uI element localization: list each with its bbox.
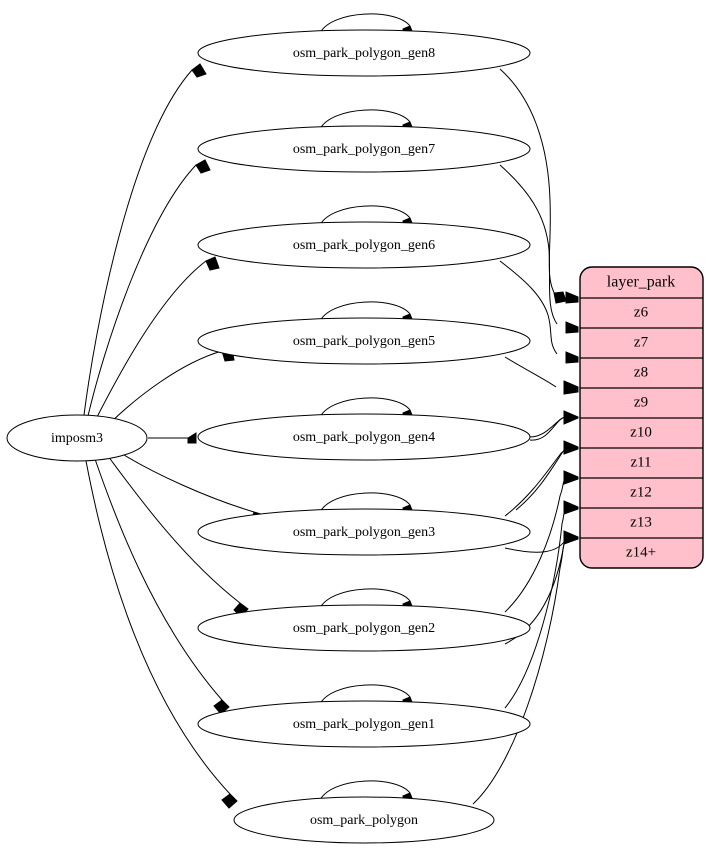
layer-park-table[interactable]: layer_park z6 z7 z8 z9 z10 z11 z1 (579, 266, 704, 569)
node-osm_park_polygon_gen2[interactable]: osm_park_polygon_gen2 (197, 604, 531, 652)
node-ellipse[interactable] (197, 413, 531, 461)
node-label: osm_park_polygon_gen3 (293, 525, 435, 540)
node-ellipse[interactable] (197, 29, 531, 77)
node-label: osm_park_polygon_gen1 (293, 717, 435, 732)
node-osm_park_polygon[interactable]: osm_park_polygon (233, 796, 495, 844)
row-label: z13 (630, 514, 652, 530)
row-label: z8 (634, 364, 648, 380)
node-osm_park_polygon_gen7[interactable]: osm_park_polygon_gen7 (197, 125, 531, 173)
node-ellipse[interactable] (197, 508, 531, 556)
row-label: z10 (630, 424, 652, 440)
table-row-z10[interactable]: z10 (580, 424, 703, 449)
table-header-cell[interactable]: layer_park (580, 274, 703, 299)
row-label: z9 (634, 394, 648, 410)
node-ellipse[interactable] (197, 700, 531, 748)
table-row-z7[interactable]: z7 (580, 334, 703, 359)
node-ellipse[interactable] (6, 414, 148, 462)
node-label: imposm3 (51, 431, 103, 446)
node-osm_park_polygon_gen8[interactable]: osm_park_polygon_gen8 (197, 29, 531, 77)
node-ellipse[interactable] (233, 796, 495, 844)
node-ellipse[interactable] (197, 604, 531, 652)
generalization-nodes: osm_park_polygon_gen8 osm_park_polygon_g… (197, 29, 531, 844)
node-ellipse[interactable] (197, 221, 531, 269)
table-row-z6[interactable]: z6 (580, 304, 703, 329)
table-header-label: layer_park (607, 274, 675, 291)
row-label: z7 (634, 334, 649, 350)
node-label: osm_park_polygon_gen7 (293, 142, 435, 157)
node-label: osm_park_polygon_gen8 (293, 46, 435, 61)
node-osm_park_polygon_gen6[interactable]: osm_park_polygon_gen6 (197, 221, 531, 269)
table-row-z13[interactable]: z13 (580, 514, 703, 539)
edges-from-imposm3 (83, 63, 265, 809)
node-osm_park_polygon_gen1[interactable]: osm_park_polygon_gen1 (197, 700, 531, 748)
node-label: osm_park_polygon (310, 813, 418, 828)
node-osm_park_polygon_gen5[interactable]: osm_park_polygon_gen5 (197, 317, 531, 365)
node-imposm3[interactable]: imposm3 (6, 414, 148, 462)
row-label: z14+ (626, 544, 656, 560)
node-ellipse[interactable] (197, 317, 531, 365)
edges-to-layer-park (472, 68, 579, 805)
node-label: osm_park_polygon_gen4 (293, 430, 435, 445)
table-row-z9[interactable]: z9 (580, 394, 703, 419)
node-label: osm_park_polygon_gen2 (293, 621, 435, 636)
table-row-z8[interactable]: z8 (580, 364, 703, 389)
node-label: osm_park_polygon_gen5 (293, 334, 435, 349)
node-ellipse[interactable] (197, 125, 531, 173)
node-osm_park_polygon_gen3[interactable]: osm_park_polygon_gen3 (197, 508, 531, 556)
table-row-z12[interactable]: z12 (580, 484, 703, 509)
row-label: z11 (630, 454, 651, 470)
table-row-z11[interactable]: z11 (580, 454, 703, 479)
row-label: z12 (630, 484, 652, 500)
table-row-z14plus[interactable]: z14+ (626, 544, 656, 560)
row-label: z6 (634, 304, 649, 320)
node-label: osm_park_polygon_gen6 (293, 238, 435, 253)
node-osm_park_polygon_gen4[interactable]: osm_park_polygon_gen4 (197, 413, 531, 461)
